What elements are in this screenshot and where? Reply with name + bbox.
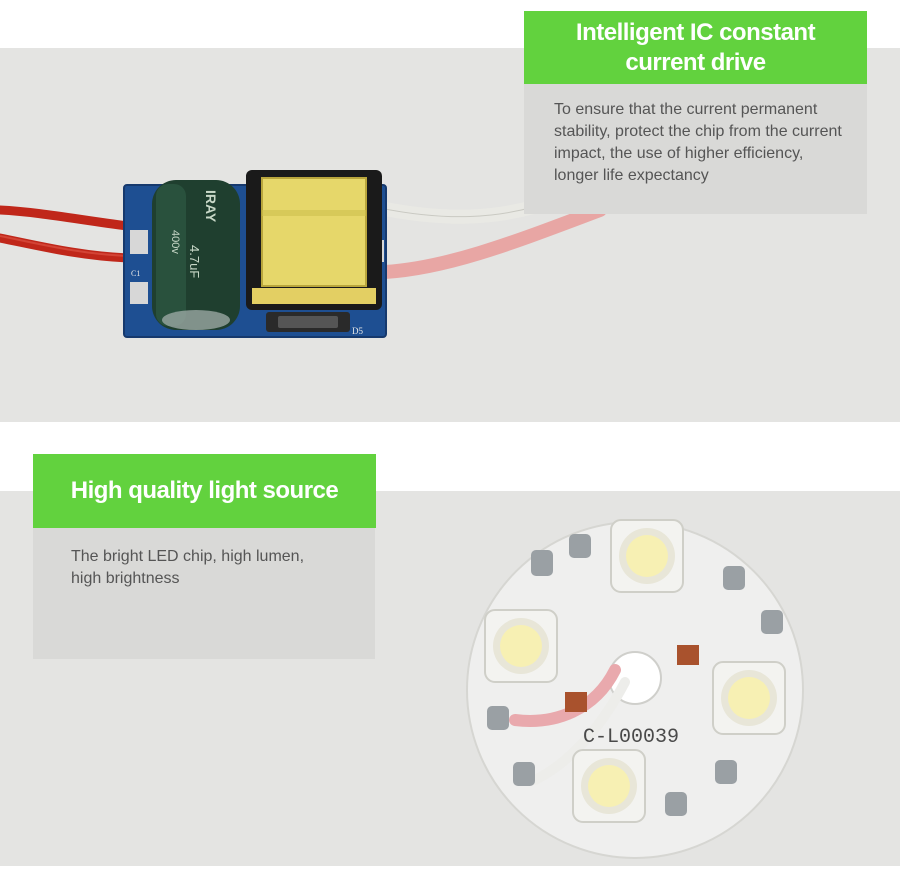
light-source-description-box: The bright LED chip, high lumen, high br… — [33, 528, 375, 659]
led-chip-right — [712, 661, 786, 735]
light-source-feature-title: High quality light source — [33, 454, 376, 528]
board-code-text: C-L00039 — [583, 726, 679, 749]
silkscreen-c1: C1 — [131, 269, 140, 278]
led-chip-board-photo: C-L00039 — [466, 519, 804, 859]
drive-feature-description: To ensure that the current permanent sta… — [554, 101, 842, 184]
drive-title-line-1: Intelligent IC constant — [575, 18, 816, 46]
drive-title-line-2: current drive — [625, 48, 766, 76]
led-driver-board-photo: D5 C1 IRAY 4.7uF 400v — [0, 170, 607, 338]
led-chip-left — [484, 609, 558, 683]
drive-feature-description-box: To ensure that the current permanent sta… — [524, 84, 867, 214]
capacitor-brand-text: IRAY — [203, 190, 219, 223]
led-chip-top — [610, 519, 684, 593]
silkscreen-d5: D5 — [352, 326, 363, 336]
led-chip-bottom — [572, 749, 646, 823]
light-source-description: The bright LED chip, high lumen, high br… — [71, 548, 305, 587]
capacitor-voltage-text: 400v — [169, 230, 181, 254]
capacitor-value-text: 4.7uF — [187, 245, 202, 278]
drive-feature-title: Intelligent IC constant current drive — [524, 11, 867, 84]
light-source-title-text: High quality light source — [70, 477, 339, 504]
